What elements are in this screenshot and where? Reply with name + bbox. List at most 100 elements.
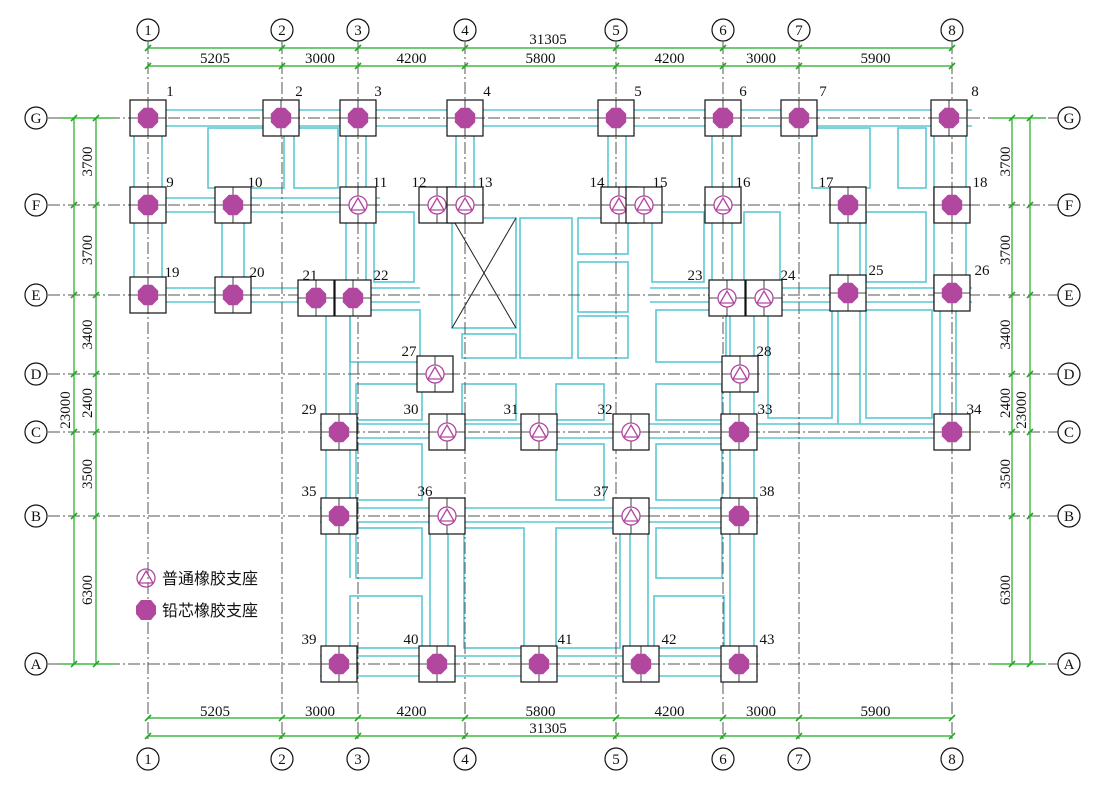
- svg-text:A: A: [31, 657, 42, 673]
- bearing-number: 30: [404, 402, 419, 418]
- bearing-3-lead: 3: [339, 84, 382, 137]
- axis-bubble-right-D: D: [1057, 362, 1081, 386]
- bearing-number: 16: [736, 175, 752, 191]
- svg-text:7: 7: [795, 752, 803, 768]
- top-total-dimension: 31305: [529, 32, 567, 48]
- bearing-41-lead: 41: [520, 632, 573, 683]
- axis-bubble-left-C: C: [24, 420, 48, 444]
- bearing-number: 35: [302, 484, 317, 500]
- svg-text:A: A: [1064, 657, 1075, 673]
- svg-text:2: 2: [278, 23, 286, 39]
- axis-bubble-bottom-4: 4: [453, 747, 477, 771]
- svg-text:E: E: [31, 288, 40, 304]
- legend-normal-symbol: [136, 568, 156, 588]
- elevator-shaft-cross: [451, 217, 517, 329]
- svg-text:1: 1: [144, 752, 152, 768]
- row-spacing-label: 3700: [80, 235, 96, 265]
- axis-bubble-right-E: E: [1057, 283, 1081, 307]
- bearing-15-normal: 15: [625, 175, 668, 224]
- bearing-number: 42: [662, 632, 677, 648]
- axis-bubble-left-F: F: [24, 193, 48, 217]
- bearing-number: 23: [688, 268, 703, 284]
- bearing-11-normal: 11: [339, 175, 387, 224]
- right-total-dimension: 23000: [1014, 391, 1030, 429]
- bearing-2-lead: 2: [262, 84, 303, 137]
- bearing-number: 36: [418, 484, 434, 500]
- axis-bubble-top-1: 1: [136, 18, 160, 42]
- bearing-25-lead: 25: [829, 263, 884, 312]
- column-spacing-label: 4200: [655, 51, 685, 67]
- axis-bubble-bottom-6: 6: [711, 747, 735, 771]
- bearing-30-normal: 30: [404, 402, 466, 451]
- bearing-7-lead: 7: [780, 84, 827, 137]
- bearing-number: 4: [483, 84, 491, 100]
- row-spacing-label: 3700: [998, 235, 1014, 265]
- axis-bubble-left-E: E: [24, 283, 48, 307]
- axis-bubble-right-G: G: [1057, 106, 1081, 130]
- axis-bubble-bottom-5: 5: [604, 747, 628, 771]
- svg-text:D: D: [1064, 367, 1075, 383]
- bearing-42-lead: 42: [622, 632, 677, 683]
- bearing-38-lead: 38: [720, 484, 775, 535]
- bearing-5-lead: 5: [597, 84, 642, 137]
- bearing-number: 10: [248, 175, 263, 191]
- axis-bubble-left-G: G: [24, 106, 48, 130]
- legend-lead-symbol: [136, 600, 156, 620]
- bearing-33-lead: 33: [720, 402, 773, 451]
- bearing-number: 5: [634, 84, 642, 100]
- bearing-number: 43: [760, 632, 775, 648]
- bearing-16-normal: 16: [704, 175, 752, 224]
- bearing-number: 1: [166, 84, 174, 100]
- bearing-22-lead: 22: [334, 268, 389, 317]
- bottom-total-dimension: 31305: [529, 721, 567, 737]
- bearing-4-lead: 4: [446, 84, 491, 137]
- bearing-37-normal: 37: [594, 484, 650, 535]
- svg-text:6: 6: [719, 752, 727, 768]
- bearing-43-lead: 43: [720, 632, 775, 683]
- bearing-19-lead: 19: [129, 265, 180, 314]
- axis-bubble-top-6: 6: [711, 18, 735, 42]
- row-spacing-label: 3700: [80, 147, 96, 177]
- svg-text:C: C: [1064, 425, 1074, 441]
- bearing-28-normal: 28: [721, 344, 772, 393]
- axis-bubble-top-3: 3: [346, 18, 370, 42]
- column-spacing-label: 5800: [526, 704, 556, 720]
- svg-text:3: 3: [354, 752, 362, 768]
- bearing-18-lead: 18: [933, 175, 988, 224]
- column-spacing-label: 4200: [397, 704, 427, 720]
- bearing-1-lead: 1: [129, 84, 174, 137]
- axis-bubble-top-2: 2: [270, 18, 294, 42]
- bearing-number: 33: [758, 402, 773, 418]
- column-spacing-label: 5205: [200, 51, 230, 67]
- bearing-number: 20: [250, 265, 265, 281]
- axis-bubble-bottom-3: 3: [346, 747, 370, 771]
- bearing-number: 11: [373, 175, 387, 191]
- bearing-number: 17: [819, 175, 835, 191]
- bearing-number: 39: [302, 632, 317, 648]
- row-spacing-label: 2400: [998, 388, 1014, 418]
- bearing-number: 40: [404, 632, 419, 648]
- column-spacing-label: 5900: [861, 704, 891, 720]
- row-spacing-label: 6300: [998, 575, 1014, 605]
- svg-text:B: B: [1064, 509, 1074, 525]
- bearing-number: 15: [653, 175, 668, 191]
- svg-text:2: 2: [278, 752, 286, 768]
- axis-bubble-top-5: 5: [604, 18, 628, 42]
- bearing-number: 26: [975, 263, 991, 279]
- bearing-number: 27: [402, 344, 418, 360]
- svg-text:C: C: [31, 425, 41, 441]
- bearing-number: 22: [374, 268, 389, 284]
- bearing-number: 37: [594, 484, 610, 500]
- svg-text:8: 8: [948, 752, 956, 768]
- bearing-number: 8: [971, 84, 979, 100]
- bearing-number: 13: [478, 175, 493, 191]
- svg-text:7: 7: [795, 23, 803, 39]
- bearing-13-normal: 13: [446, 175, 493, 224]
- svg-text:1: 1: [144, 23, 152, 39]
- row-spacing-label: 2400: [80, 388, 96, 418]
- bearing-34-lead: 34: [933, 402, 982, 451]
